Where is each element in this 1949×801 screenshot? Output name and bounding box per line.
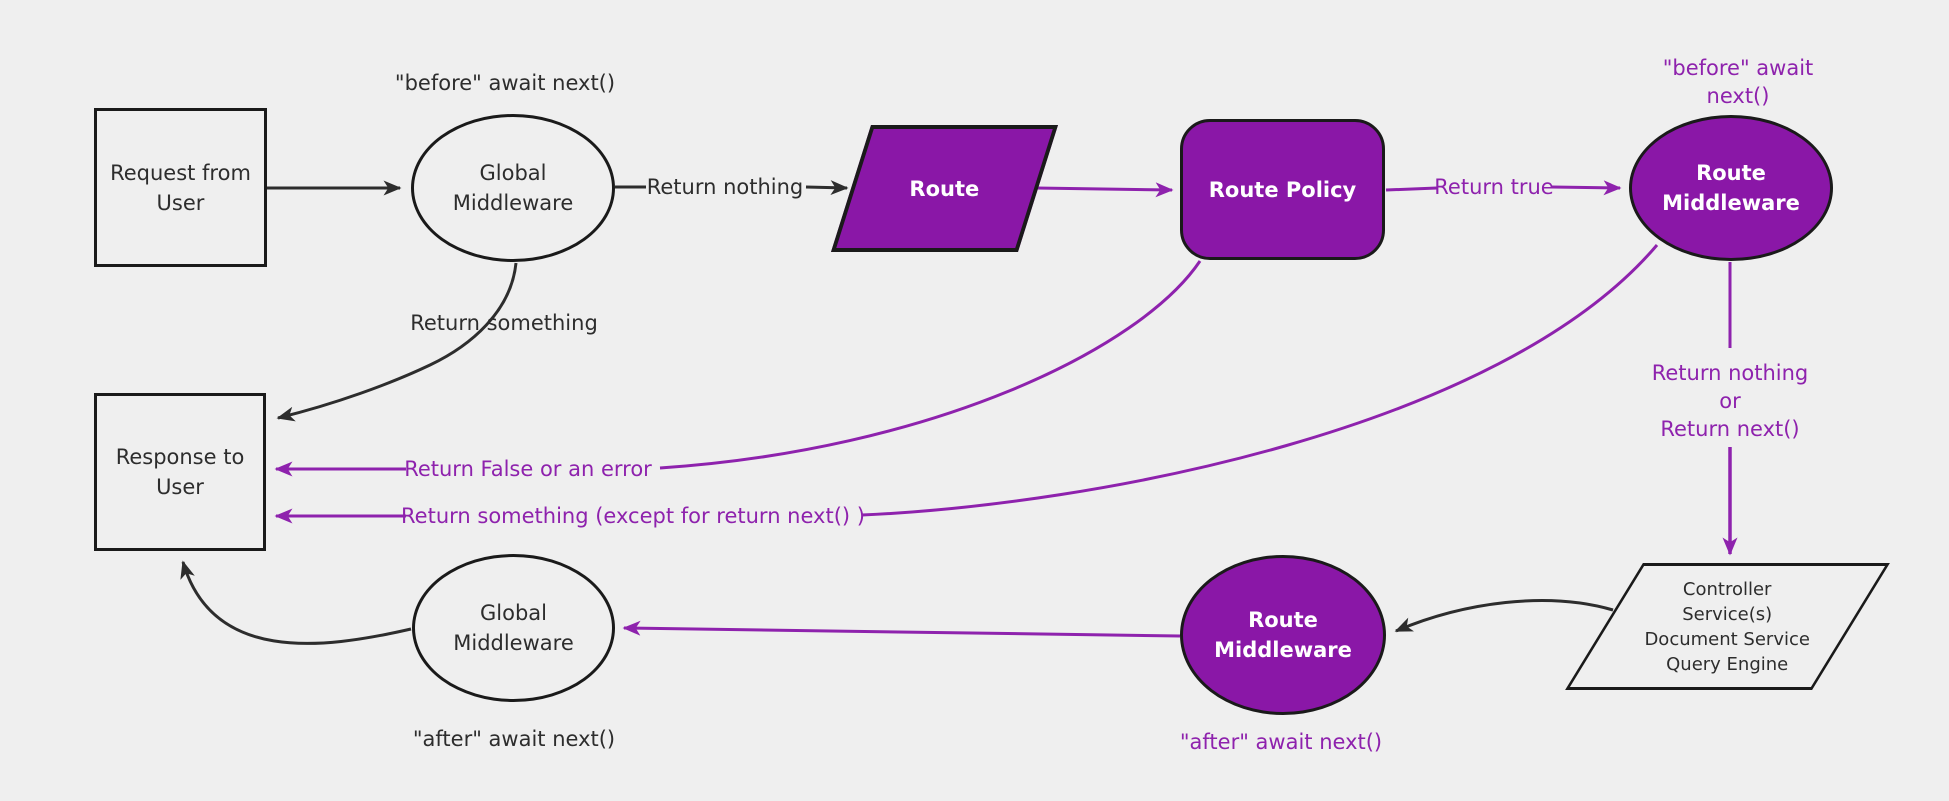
edge-label-to-route-middleware (1551, 180, 1622, 196)
label-return-nothing-or-next: Return nothing or Return next() (1651, 361, 1809, 441)
node-route-label: Route (909, 176, 980, 201)
node-route: Route (830, 125, 1059, 252)
node-route-middleware-bottom: Route Middleware (1180, 555, 1386, 715)
edge-route-middleware-to-global-middleware (622, 620, 1181, 638)
label-return-false-or-error: Return False or an error (404, 457, 652, 481)
edge-label-to-route (805, 180, 849, 196)
node-controller-stack: Controller Service(s) Document Service Q… (1565, 563, 1890, 690)
node-response-to-user: Response to User (94, 393, 266, 551)
edge-route-middleware-return-something-curve (861, 244, 1659, 517)
edge-route-policy-return-false-curve (659, 260, 1202, 470)
label-before-await-next-route: "before" await next() (1662, 56, 1814, 108)
label-return-nothing: Return nothing (646, 175, 804, 199)
label-return-true: Return true (1434, 175, 1554, 199)
node-controller-stack-label: Controller Service(s) Document Service Q… (1644, 578, 1811, 675)
node-request-from-user: Request from User (94, 108, 267, 267)
edge-route-to-route-policy (1035, 182, 1174, 198)
edge-controller-to-route-middleware-bottom (1394, 599, 1614, 633)
label-after-await-next-route: "after" await next() (1179, 730, 1383, 754)
edge-route-policy-to-label (1385, 186, 1438, 192)
node-route-policy: Route Policy (1180, 119, 1385, 260)
node-global-middleware-top: Global Middleware (411, 114, 615, 262)
edge-return-something-to-response (276, 262, 518, 422)
label-return-something-except: Return something (except for return next… (401, 504, 865, 528)
label-before-await-next-global: "before" await next() (394, 71, 616, 95)
edge-global-middleware-to-response (180, 560, 412, 645)
label-after-await-next-global: "after" await next() (412, 727, 616, 751)
node-global-middleware-bottom: Global Middleware (412, 554, 615, 702)
label-return-something: Return something (410, 311, 598, 335)
node-route-middleware-top: Route Middleware (1629, 115, 1833, 261)
